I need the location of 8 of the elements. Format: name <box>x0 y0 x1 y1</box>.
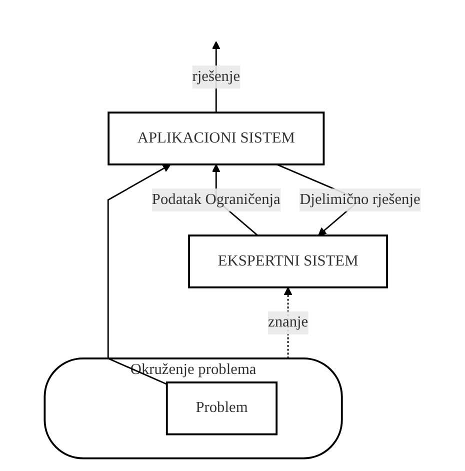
node-box: EKSPERTNI SISTEM <box>188 234 388 288</box>
edge-label: rješenje <box>192 68 240 85</box>
edge-label: Podatak Ograničenja <box>152 191 280 208</box>
arrow <box>107 164 171 385</box>
edge-label: Djelimično rješenje <box>300 191 420 208</box>
node-box: Problem <box>166 381 278 436</box>
node-box: APLIKACIONI SISTEM <box>108 112 325 166</box>
edge-label: znanje <box>268 314 308 331</box>
